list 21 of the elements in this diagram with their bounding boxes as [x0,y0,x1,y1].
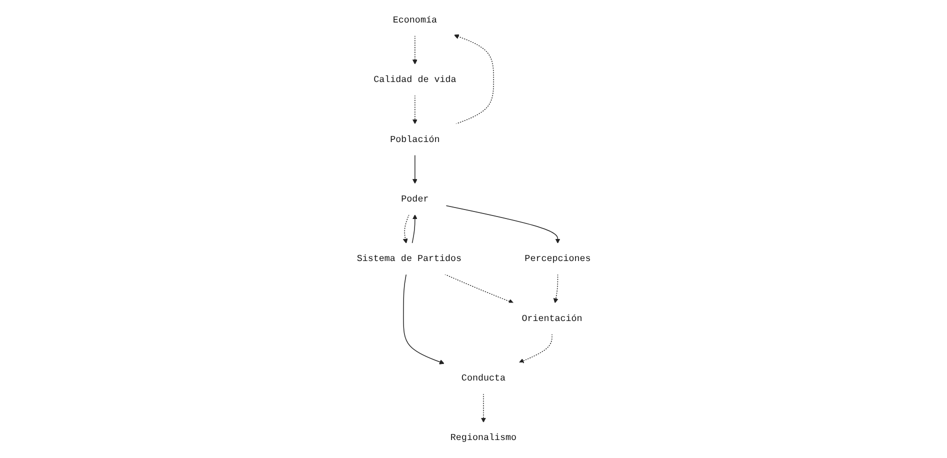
node-text: Economía [392,14,437,26]
arrow [480,393,486,423]
node-text: Sistema de Partidos [356,254,462,264]
node-text: Percepciones [524,254,590,264]
arrow [412,154,418,184]
arrow [412,35,418,64]
arrow [445,205,560,244]
node-text: Orientación [521,313,582,324]
node-text: Calidad de vida [373,74,456,85]
arrow [402,274,444,364]
node-text: Regionalismo [450,432,516,444]
node-text: Poder [400,194,428,204]
node-text: Población [390,134,440,145]
arrow [444,274,514,304]
arrow [412,94,418,124]
arrow [553,274,558,304]
arrow [454,34,494,124]
arrow [402,214,410,244]
arrow [518,334,552,364]
arrow [411,214,418,244]
node-text: Conducta [461,373,506,384]
